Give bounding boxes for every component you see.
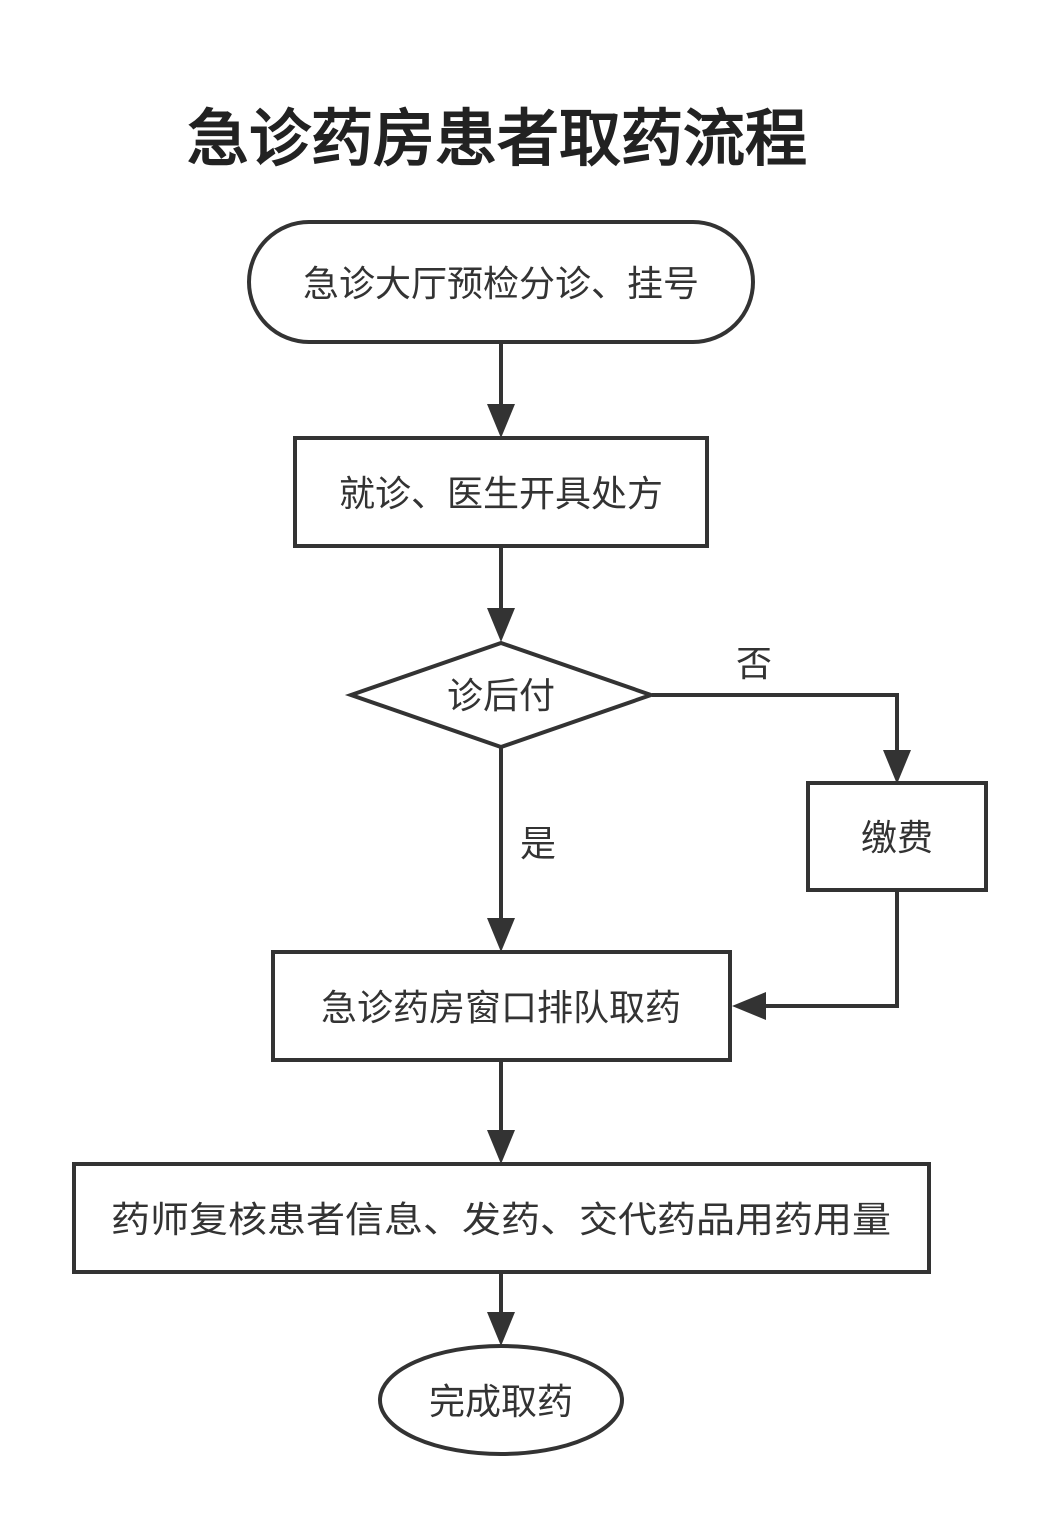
node-end-label: 完成取药: [429, 1382, 573, 1423]
node-consult-label: 就诊、医生开具处方: [339, 474, 663, 515]
node-consult-shape: [293, 436, 709, 548]
node-pay-shape: [806, 781, 988, 892]
edge-pay-to-queue: [760, 890, 899, 1008]
node-start-label: 急诊大厅预检分诊、挂号: [303, 264, 699, 305]
node-start-shape: [247, 220, 755, 344]
node-end-shape: [378, 1344, 624, 1456]
arrowhead-queue-side: [732, 992, 766, 1020]
edges: [487, 343, 911, 1346]
arrowhead-end: [487, 1312, 515, 1346]
node-verify-label: 药师复核患者信息、发药、交代药品用药用量: [111, 1200, 891, 1241]
node-start: 急诊大厅预检分诊、挂号: [247, 220, 755, 344]
node-pay: 缴费: [806, 781, 988, 892]
node-decision-shape: [344, 640, 658, 750]
node-verify-shape: [72, 1162, 931, 1274]
edge-label-no: 否: [736, 644, 772, 685]
node-decision: 诊后付: [344, 640, 658, 750]
arrowhead-decision: [487, 608, 515, 642]
node-queue: 急诊药房窗口排队取药: [271, 950, 732, 1062]
node-verify: 药师复核患者信息、发药、交代药品用药用量: [72, 1162, 931, 1274]
node-decision-label: 诊后付: [447, 676, 555, 717]
arrowhead-queue: [487, 918, 515, 952]
node-pay-label: 缴费: [861, 818, 933, 859]
diagram-title: 急诊药房患者取药流程: [187, 102, 807, 175]
node-queue-label: 急诊药房窗口排队取药: [321, 988, 681, 1029]
node-consult: 就诊、医生开具处方: [293, 436, 709, 548]
arrowhead-verify: [487, 1130, 515, 1164]
edge-label-yes: 是: [520, 824, 556, 865]
edge-decision-to-pay: [652, 693, 899, 756]
arrowhead-pay: [883, 750, 911, 784]
arrowhead-consult: [487, 404, 515, 438]
node-queue-shape: [271, 950, 732, 1062]
node-end: 完成取药: [378, 1344, 624, 1456]
